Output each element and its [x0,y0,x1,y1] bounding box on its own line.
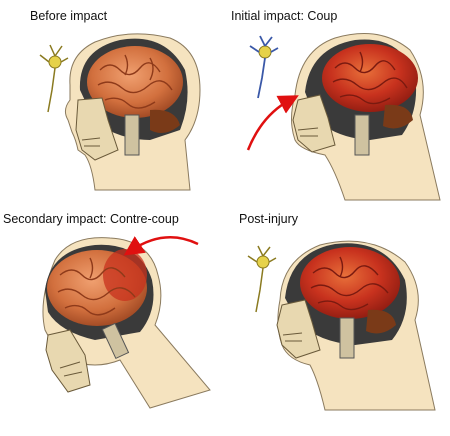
teeth [59,361,83,377]
contrecoup-injury-area [103,249,147,301]
caption-before-impact: Before impact [30,9,108,23]
caption-contrecoup: Secondary impact: Contre-coup [3,212,179,226]
spine [124,114,140,156]
caption-post-injury: Post-injury [239,212,299,226]
spine [101,322,130,360]
face-bones [292,94,336,153]
brain-folds [57,257,136,316]
brain-folds [97,54,173,109]
neuron-icon [39,44,69,113]
panel-before-impact [39,33,201,191]
neuron-icon [247,245,277,313]
brain-injured [300,247,400,319]
brain-folds [332,51,408,105]
spine [354,114,370,156]
panel-post-injury [247,240,436,411]
panel-contrecoup [42,236,211,409]
neuron-icon [249,35,279,99]
panel-initial-impact-coup [246,33,441,201]
teeth [297,127,319,137]
spine [339,317,355,359]
teeth [282,332,303,342]
coup-impact-arrow [246,95,299,151]
teeth [81,137,101,147]
face-bones [75,97,119,161]
brain-injured [322,44,418,112]
face-bones [276,299,321,359]
brain [87,46,183,118]
caption-initial-impact: Initial impact: Coup [231,9,338,23]
brain-folds [310,256,389,311]
face-bones [45,329,91,393]
cerebellum [366,309,396,334]
contrecoup-arrow [123,236,199,256]
cerebellum [150,109,180,134]
cerebellum [383,104,413,129]
